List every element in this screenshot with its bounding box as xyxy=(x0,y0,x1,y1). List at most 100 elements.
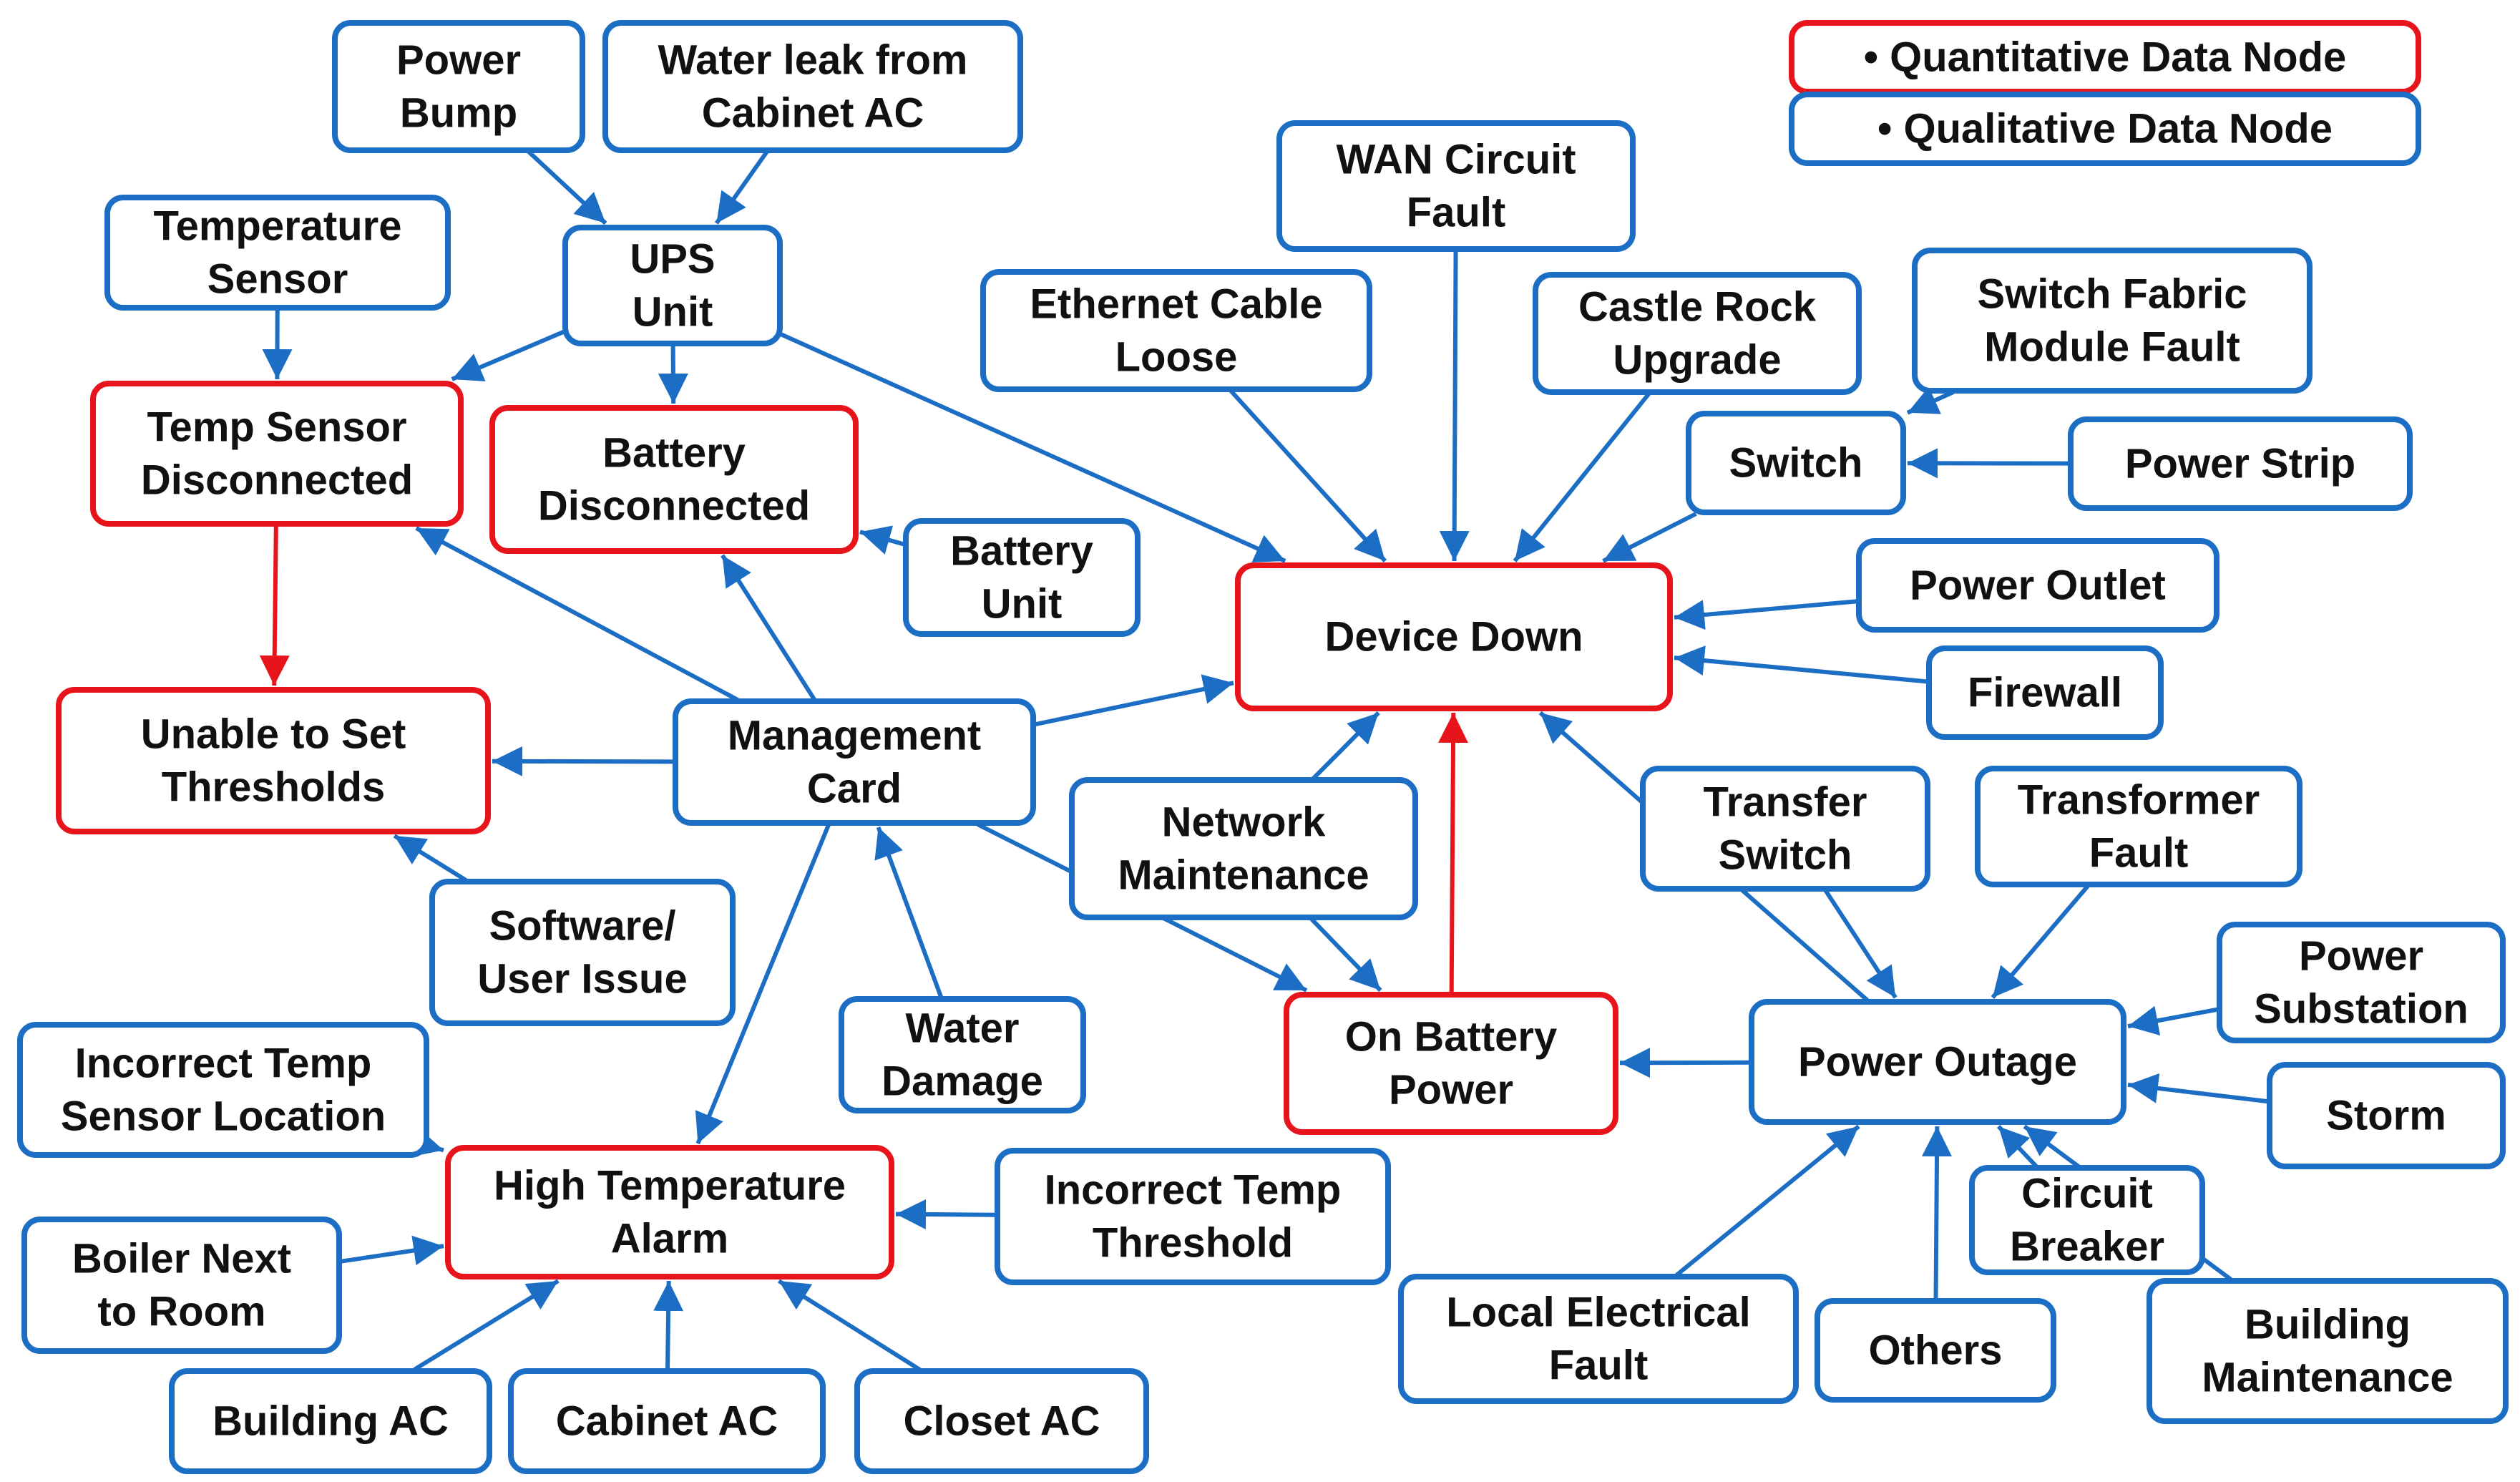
node-on-battery-line-1: On Battery xyxy=(1345,1014,1558,1061)
node-castle-rock-box xyxy=(1533,272,1862,395)
legend-quantitative-label-line-1: • Quantitative Data Node xyxy=(1864,34,2347,81)
edges-layer xyxy=(259,150,2269,1372)
edge-mgmt-card-to-high-temp xyxy=(695,823,831,1145)
legend-qualitative-label-line-1: • Qualitative Data Node xyxy=(1877,106,2333,152)
node-boiler-box xyxy=(21,1217,342,1354)
node-switch-box xyxy=(1686,411,1906,515)
node-power-bump-line-2: Bump xyxy=(400,90,517,137)
node-switch-line-1: Switch xyxy=(1729,440,1863,487)
node-battery-unit-line-1: Battery xyxy=(950,528,1093,575)
node-ethernet-line-1: Ethernet Cable xyxy=(1030,281,1322,328)
node-software-line-2: User Issue xyxy=(477,956,687,1003)
node-power-strip: Power Strip xyxy=(2068,416,2413,511)
node-unable-thresh-line-1: Unable to Set xyxy=(141,711,406,758)
node-incorrect-loc-box xyxy=(17,1022,429,1158)
node-power-outlet-line-1: Power Outlet xyxy=(1910,562,2166,609)
node-water-leak-line-2: Cabinet AC xyxy=(702,90,924,137)
edge-ups-unit-to-temp-disc xyxy=(451,329,565,381)
node-power-bump-box xyxy=(332,20,585,153)
node-power-outage-line-1: Power Outage xyxy=(1798,1039,2077,1086)
node-water-damage-line-2: Damage xyxy=(881,1058,1043,1105)
edge-incorrect-loc-to-high-temp xyxy=(410,1128,444,1157)
edge-building-ac-to-high-temp xyxy=(413,1279,560,1372)
node-temp-disc-box xyxy=(90,381,464,527)
node-firewall-line-1: Firewall xyxy=(1968,670,2122,716)
edge-water-leak-to-ups-unit xyxy=(714,150,769,225)
node-transfer-switch-line-2: Switch xyxy=(1719,832,1852,879)
node-building-ac-box xyxy=(169,1368,492,1474)
node-device-down-line-1: Device Down xyxy=(1325,614,1583,660)
edge-closet-ac-to-high-temp xyxy=(777,1279,922,1372)
node-battery-unit-box xyxy=(903,518,1141,637)
node-closet-ac: Closet AC xyxy=(854,1368,1149,1474)
node-high-temp-line-1: High Temperature xyxy=(494,1163,846,1209)
node-software-line-1: Software/ xyxy=(489,903,675,950)
edge-firewall-to-device-down xyxy=(1674,645,1928,684)
edge-ethernet-to-device-down xyxy=(1229,389,1387,563)
node-switch: Switch xyxy=(1686,411,1906,515)
node-unable-thresh-line-2: Thresholds xyxy=(162,764,386,811)
node-high-temp-box xyxy=(445,1145,894,1279)
node-circuit-breaker-line-2: Breaker xyxy=(2010,1224,2164,1270)
edge-incorrect-thresh-to-high-temp xyxy=(895,1199,997,1229)
node-others: Others xyxy=(1815,1298,2056,1403)
node-others-line-1: Others xyxy=(1869,1327,2003,1374)
node-transformer-box xyxy=(1975,766,2302,887)
edge-power-bump-to-ups-unit xyxy=(527,150,607,225)
node-boiler-line-1: Boiler Next xyxy=(72,1236,291,1282)
edge-temp-disc-to-unable-thresh xyxy=(259,525,290,686)
edge-storm-to-power-outage xyxy=(2127,1073,2269,1104)
node-power-outlet-box xyxy=(1856,538,2219,633)
node-firewall: Firewall xyxy=(1926,645,2164,740)
node-on-battery-box xyxy=(1284,992,1618,1135)
edge-switch-to-device-down xyxy=(1602,512,1697,563)
node-cabinet-ac-box xyxy=(508,1368,826,1474)
edge-circuit-breaker-to-power-outage xyxy=(1996,1124,2038,1169)
node-temp-sensor-line-1: Temperature xyxy=(153,203,401,250)
node-wan-fault-box xyxy=(1276,120,1636,252)
node-castle-rock-line-2: Upgrade xyxy=(1613,337,1781,384)
node-transformer-line-1: Transformer xyxy=(2018,777,2260,824)
node-water-damage-box xyxy=(839,996,1086,1113)
node-mgmt-card-line-1: Management xyxy=(728,713,982,759)
node-ups-unit-line-1: UPS xyxy=(630,236,715,283)
node-building-ac: Building AC xyxy=(169,1368,492,1474)
node-power-sub-line-2: Substation xyxy=(2254,986,2468,1033)
edge-ups-unit-to-battery-disc xyxy=(658,344,688,404)
node-local-elec-box xyxy=(1398,1274,1799,1404)
node-switch-fabric-line-1: Switch Fabric xyxy=(1977,271,2247,318)
node-device-down: Device Down xyxy=(1235,562,1673,711)
node-temp-disc-line-2: Disconnected xyxy=(141,457,413,504)
edge-mgmt-card-to-unable-thresh xyxy=(492,746,675,776)
node-software: Software/User Issue xyxy=(429,879,736,1026)
node-wan-fault-line-2: Fault xyxy=(1407,190,1506,236)
node-incorrect-thresh-box xyxy=(995,1148,1391,1285)
node-transfer-switch-box xyxy=(1640,766,1930,892)
node-circuit-breaker-line-1: Circuit xyxy=(2021,1171,2153,1217)
node-ups-unit-box xyxy=(562,225,783,346)
node-mgmt-card-line-2: Card xyxy=(807,766,902,812)
node-temp-sensor-line-2: Sensor xyxy=(207,256,348,303)
node-transfer-switch-line-1: Transfer xyxy=(1704,779,1867,826)
legend-qualitative-box xyxy=(1789,92,2421,166)
node-building-maint-line-2: Maintenance xyxy=(2202,1355,2453,1401)
node-power-strip-box xyxy=(2068,416,2413,511)
node-switch-fabric-line-2: Module Fault xyxy=(1984,324,2240,371)
edge-switch-fabric-to-switch xyxy=(1906,386,1955,415)
